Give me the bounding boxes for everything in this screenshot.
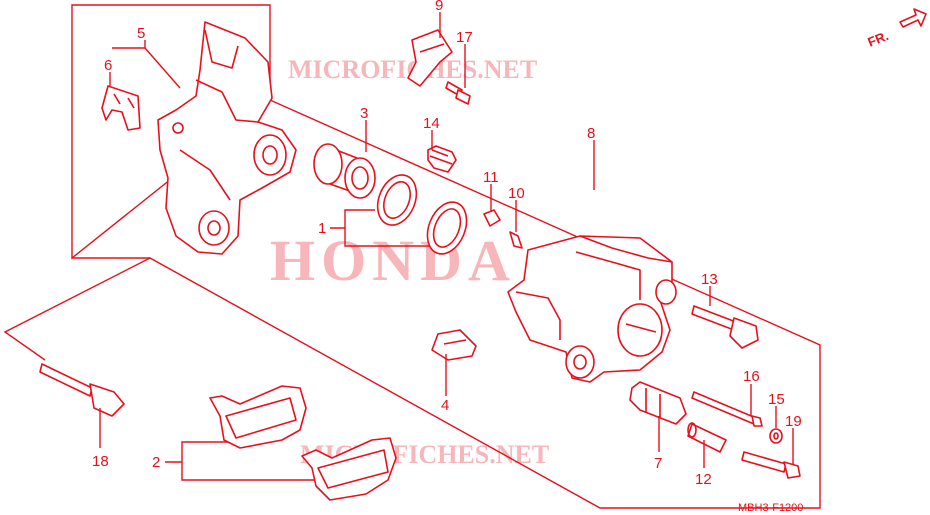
- callout-9: 9: [435, 0, 443, 14]
- washer: [769, 428, 783, 444]
- caliper-body: [507, 235, 677, 383]
- callout-7: 7: [654, 455, 662, 472]
- pin-boot: [427, 145, 457, 173]
- piston: [313, 143, 376, 199]
- pin-bolt-leader-box: [3, 257, 151, 361]
- callout-5: 5: [137, 25, 145, 42]
- watermark-center: HONDA: [270, 228, 516, 293]
- pin-bolt-upper: [691, 305, 759, 349]
- front-direction-arrow: FR.: [866, 8, 927, 50]
- pad-retainer-spring: [101, 85, 141, 131]
- caliper-group-box: [72, 99, 821, 509]
- bleeder-valve: [509, 231, 523, 249]
- callout-17: 17: [456, 29, 473, 46]
- pin-boot-lower: [629, 381, 687, 425]
- callout-12: 12: [695, 471, 712, 488]
- callout-1: 1: [318, 220, 326, 237]
- callout-6: 6: [104, 57, 112, 74]
- callout-11: 11: [483, 169, 499, 186]
- diagram-code: MBH3-F1200: [738, 502, 803, 514]
- callout-4: 4: [441, 397, 449, 414]
- callout-13: 13: [701, 271, 718, 288]
- caliper-pin-bolt: [39, 363, 125, 417]
- front-direction-label: FR.: [866, 28, 891, 50]
- pin-sleeve: [687, 422, 727, 453]
- callout-16: 16: [743, 368, 760, 385]
- leader-lines: [99, 12, 794, 481]
- caliper-bracket: [157, 21, 297, 255]
- callout-8: 8: [587, 125, 595, 142]
- callout-2: 2: [152, 454, 160, 471]
- callout-19: 19: [785, 413, 802, 430]
- callout-15: 15: [768, 391, 785, 408]
- callout-10: 10: [508, 185, 525, 202]
- brake-pad-inner: [209, 385, 307, 449]
- pad-spring: [431, 329, 477, 361]
- bleeder-cap: [483, 209, 501, 227]
- pin-bolt-lower: [741, 451, 801, 479]
- brake-pad-outer: [301, 437, 397, 501]
- callout-18: 18: [92, 453, 109, 470]
- callout-14: 14: [423, 115, 440, 132]
- clip-bolt: [445, 81, 471, 105]
- piston-seals: [376, 174, 468, 255]
- callout-3: 3: [360, 105, 368, 122]
- slide-pin: [691, 391, 763, 427]
